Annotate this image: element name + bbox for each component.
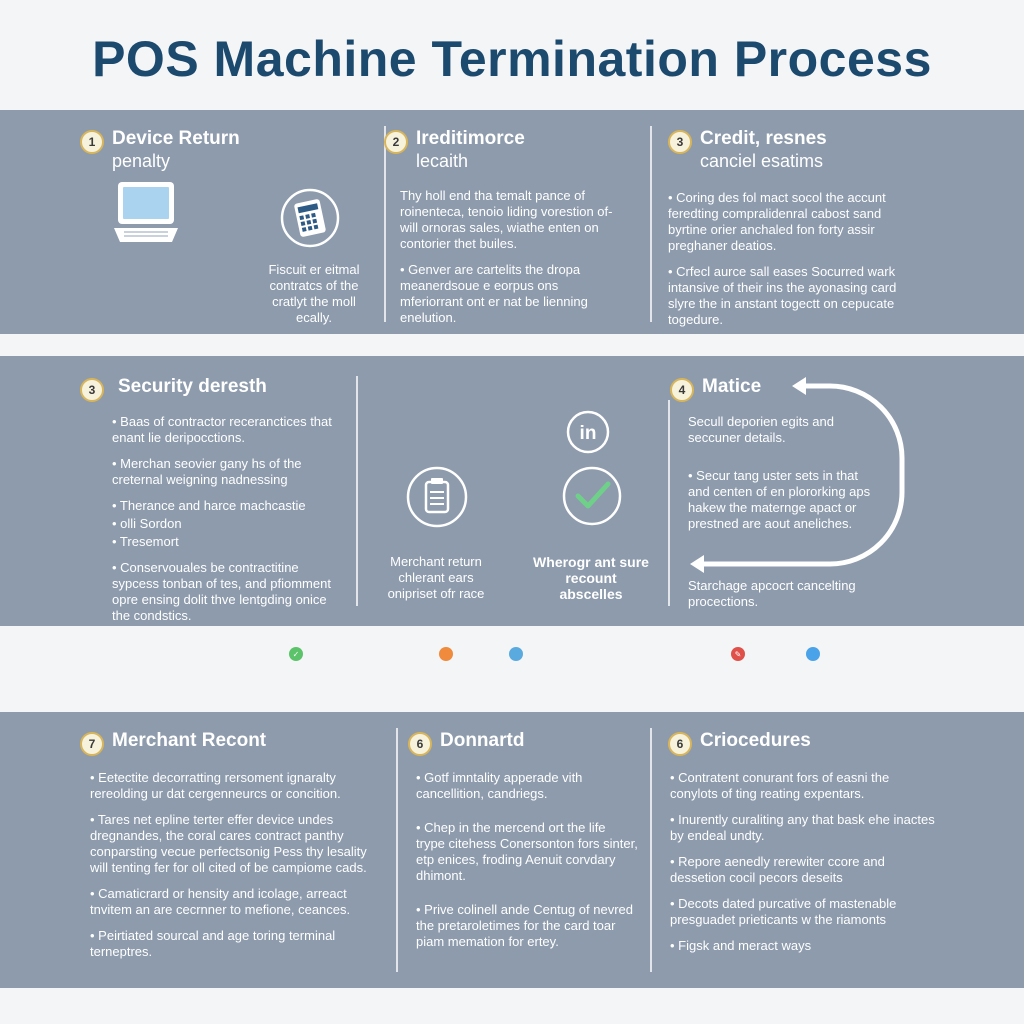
body-text: • Camaticrard or hensity and icolage, ar… — [90, 886, 351, 917]
divider — [668, 400, 670, 606]
section-9-body: • Contratent conurant fors of easni the … — [670, 770, 940, 964]
body-text: • Secur tang uster sets in that and cent… — [688, 468, 871, 531]
body-text: • Tares net epline terter effer device u… — [90, 812, 367, 875]
body-text: • Genver are cartelits the dropa meanerd… — [400, 262, 588, 325]
section-8-title: Donnartd — [440, 730, 525, 751]
section-1-caption: Fiscuit er eitmal contratcs of the cratl… — [268, 262, 360, 325]
body-text: • Baas of contractor receranctices that … — [112, 414, 332, 445]
svg-text:in: in — [580, 423, 597, 444]
divider — [650, 728, 652, 972]
body-text: • Crfecl aurce sall eases Socurred wark … — [668, 264, 897, 327]
page-title: POS Machine Termination Process — [92, 31, 932, 87]
body-text: • Decots dated purcative of mastenable p… — [670, 896, 897, 927]
calculator-icon — [280, 188, 340, 253]
section-3-body: • Coring des fol mact socol the accunt f… — [668, 190, 918, 338]
pen-icon: ✎ — [734, 649, 742, 659]
step-badge: 1 — [80, 130, 104, 154]
section-4-title: Security deresth — [118, 376, 267, 397]
linkedin-icon: in — [566, 410, 610, 459]
section-9-title: Criocedures — [700, 730, 811, 751]
body-text: Thy holl end tha temalt pance of roinent… — [400, 188, 613, 251]
section-2-title: Ireditimorce — [416, 128, 525, 149]
section-4-header: 3 Security deresth — [80, 376, 267, 402]
check-icon: ✓ — [292, 649, 300, 659]
body-text: • Therance and harce machcastie — [112, 498, 306, 513]
body-text: • Conservouales be contractitine sypcess… — [112, 560, 331, 623]
divider — [396, 728, 398, 972]
step-dot — [806, 647, 820, 661]
body-text: • Merchan seovier gany hs of the cretern… — [112, 456, 302, 487]
body-text: • Chep in the mercend ort the life trype… — [416, 820, 638, 883]
section-7-title: Merchant Recont — [112, 730, 267, 751]
section-band-middle — [0, 356, 1024, 626]
laptop-icon — [112, 180, 180, 251]
section-band-bottom — [0, 712, 1024, 988]
body-text: • Contratent conurant fors of easni the … — [670, 770, 890, 801]
section-5-caption-right: Wherogr ant sure recount abscelles — [533, 554, 649, 602]
body-text: • olli Sordon — [112, 516, 182, 531]
divider — [384, 126, 386, 322]
step-badge: 6 — [668, 732, 692, 756]
section-2-body: Thy holl end tha temalt pance of roinent… — [400, 188, 620, 336]
section-6-footer: Starchage apcocrt cancelting procections… — [688, 578, 856, 609]
body-text: • Coring des fol mact socol the accunt f… — [668, 190, 886, 253]
step-dot: ✎ — [731, 647, 745, 661]
step-badge: 3 — [668, 130, 692, 154]
section-6-body: Secull deporien egits and seccuner detai… — [688, 414, 878, 542]
section-7-header: 7 Merchant Recont — [80, 730, 266, 756]
section-8-body: • Gotf imntality apperade vith cancellit… — [416, 770, 638, 960]
check-icon — [562, 466, 622, 531]
section-6-header: 4 Matice — [670, 376, 761, 402]
section-7-body: • Eetectite decorratting rersoment ignar… — [90, 770, 380, 970]
step-badge: 4 — [670, 378, 694, 402]
section-3-title: Credit, resnes — [700, 128, 827, 149]
divider — [650, 126, 652, 322]
step-dot — [439, 647, 453, 661]
section-4-body: • Baas of contractor receranctices that … — [112, 414, 344, 634]
section-5-caption-left: Merchant return chlerant ears onipriset … — [387, 554, 485, 601]
body-text: • Gotf imntality apperade vith cancellit… — [416, 770, 583, 801]
section-3-subtitle: canciel esatims — [700, 151, 824, 171]
section-6-title: Matice — [702, 376, 762, 397]
body-text: Secull deporien egits and seccuner detai… — [688, 414, 834, 445]
step-badge: 2 — [384, 130, 408, 154]
body-text: • Tresemort — [112, 534, 179, 549]
step-dot: ✓ — [289, 647, 303, 661]
section-1-subtitle: penalty — [112, 151, 171, 171]
step-badge: 6 — [408, 732, 432, 756]
step-badge: 3 — [80, 378, 104, 402]
step-badge: 7 — [80, 732, 104, 756]
body-text: • Inurently curaliting any that bask ehe… — [670, 812, 935, 843]
section-2-subtitle: lecaith — [416, 151, 469, 171]
loop-arrow-icon — [680, 374, 912, 583]
body-text: • Peirtiated sourcal and age toring term… — [90, 928, 336, 959]
step-dot — [509, 647, 523, 661]
section-9-header: 6 Criocedures — [668, 730, 811, 756]
divider — [356, 376, 358, 606]
document-icon — [406, 466, 468, 533]
body-text: • Prive colinell ande Centug of nevred t… — [416, 902, 634, 949]
body-text: • Eetectite decorratting rersoment ignar… — [90, 770, 341, 801]
body-text: • Figsk and meract ways — [670, 938, 812, 953]
body-text: • Repore aenedly rerewiter ccore and des… — [670, 854, 885, 885]
section-1-title: Device Return — [112, 128, 240, 149]
section-8-header: 6 Donnartd — [408, 730, 524, 756]
